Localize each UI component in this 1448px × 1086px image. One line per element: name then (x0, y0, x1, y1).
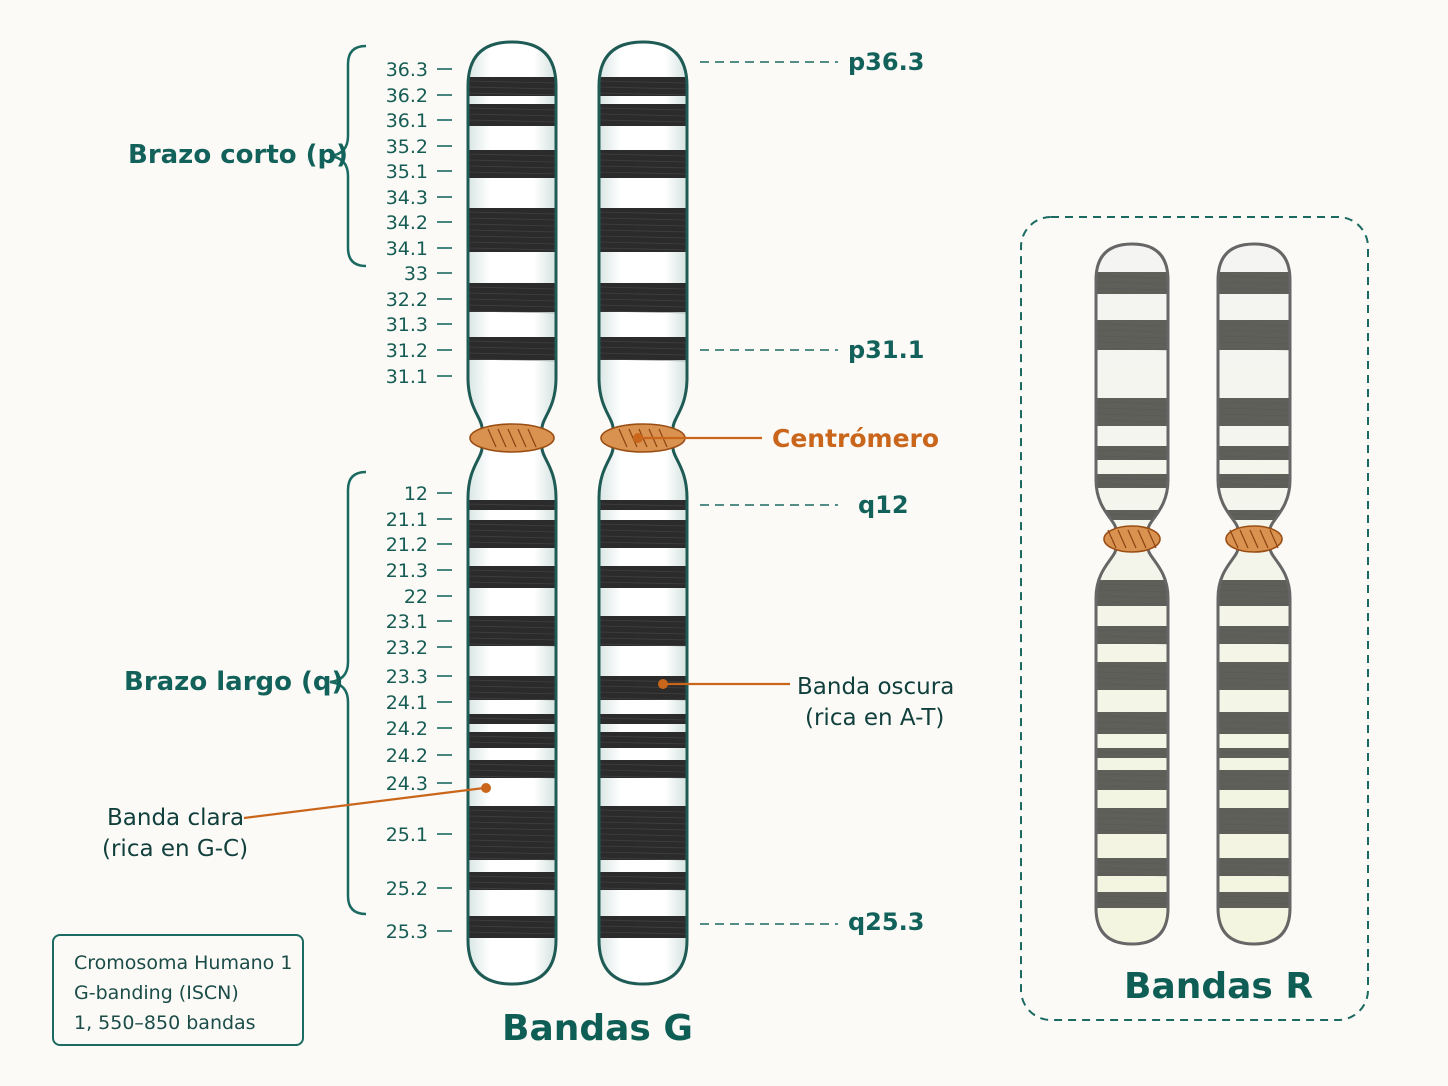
light-band-leader (243, 786, 485, 820)
info-line-2: G-banding (ISCN) (74, 982, 239, 1004)
light-band-marker (481, 783, 491, 793)
dark-band-label-2: (rica en A-T) (805, 705, 944, 731)
info-box: Cromosoma Humano 1 G-banding (ISCN) 1, 5… (52, 934, 304, 1046)
title-r-bands: Bandas R (1124, 966, 1313, 1007)
q-band-label: 25.1 (386, 824, 428, 846)
r-chromosome-right (1216, 242, 1292, 946)
p-band-label: 31.1 (386, 366, 428, 388)
q-band-label: 24.2 (386, 745, 428, 767)
r-chromosome-left-outline (1094, 242, 1170, 946)
g-chromosome-right-outline (597, 40, 689, 986)
q-band-label: 24.3 (386, 773, 428, 795)
q-band-label: 23.3 (386, 666, 428, 688)
p-band-label: 34.2 (386, 212, 428, 234)
p-band-label: 34.3 (386, 187, 428, 209)
p-arm-brace (329, 44, 367, 268)
g-chromosome-right (597, 40, 689, 986)
q-band-label: 12 (404, 483, 428, 505)
p-band-label: 36.1 (386, 110, 428, 132)
r-chromosome-right-dark-band (1218, 858, 1290, 876)
q-arm-label: Brazo largo (q) (124, 667, 343, 697)
q-band-label: 21.3 (386, 560, 428, 582)
q12-label: q12 (858, 491, 909, 519)
q-band-label: 21.1 (386, 509, 428, 531)
q253-label: q25.3 (848, 908, 924, 936)
g-chromosome-left (466, 40, 558, 986)
g-chromosome-left-dark-band (468, 732, 556, 748)
g-chromosome-right-dark-band (599, 732, 687, 748)
q-band-label: 24.2 (386, 718, 428, 740)
g-chromosome-left-dark-band (468, 872, 556, 890)
q-band-label: 24.1 (386, 692, 428, 714)
title-g-bands: Bandas G (502, 1008, 693, 1049)
light-band-label-2: (rica en G-C) (102, 836, 248, 862)
p-band-label: 31.3 (386, 314, 428, 336)
p-band-label: 33 (404, 263, 428, 285)
centromere-label: Centrómero (772, 424, 939, 453)
r-chromosome-right-dark-band (1218, 770, 1290, 790)
q-arm-brace (329, 470, 367, 916)
g-chromosome-left-dark-band (468, 806, 556, 860)
q-band-label: 22 (404, 586, 428, 608)
q-band-label: 21.2 (386, 534, 428, 556)
p311-label: p31.1 (848, 336, 924, 364)
r-chromosome-left-dark-band (1096, 770, 1168, 790)
g-chromosome-left-body (468, 42, 556, 984)
q-band-label: 23.1 (386, 611, 428, 633)
g-chromosome-right-dark-band (599, 872, 687, 890)
r-chromosome-right-outline (1216, 242, 1292, 946)
g-chromosome-right-dark-band (599, 760, 687, 778)
p-band-label: 31.2 (386, 340, 428, 362)
g-chromosome-right-body (599, 42, 687, 984)
r-chromosome-left-dark-band (1096, 892, 1168, 908)
r-chromosome-right-dark-band (1218, 892, 1290, 908)
p-band-label: 35.2 (386, 136, 428, 158)
r-chromosome-left-dark-band (1096, 626, 1168, 644)
p-band-label: 34.1 (386, 238, 428, 260)
dark-band-marker (658, 679, 668, 689)
r-chromosome-left-dark-band (1096, 858, 1168, 876)
p-band-label: 35.1 (386, 161, 428, 183)
dark-band-label-1: Banda oscura (797, 674, 954, 700)
q-band-label: 25.2 (386, 878, 428, 900)
centromere-marker (633, 433, 643, 443)
p-band-label: 36.3 (386, 59, 428, 81)
q-band-label: 23.2 (386, 637, 428, 659)
g-chromosome-right-dark-band (599, 806, 687, 860)
r-bands-frame (1020, 216, 1369, 1021)
p-arm-label: Brazo corto (p) (128, 140, 348, 170)
r-chromosome-left (1094, 242, 1170, 946)
q-band-label: 25.3 (386, 921, 428, 943)
p-band-label: 32.2 (386, 289, 428, 311)
g-chromosome-left-outline (466, 40, 558, 986)
info-line-1: Cromosoma Humano 1 (74, 952, 293, 974)
r-chromosome-right-dark-band (1218, 626, 1290, 644)
p363-label: p36.3 (848, 48, 924, 76)
info-line-3: 1, 550–850 bandas (74, 1012, 256, 1034)
g-chromosome-left-dark-band (468, 760, 556, 778)
p-band-label: 36.2 (386, 85, 428, 107)
light-band-label-1: Banda clara (107, 805, 244, 831)
